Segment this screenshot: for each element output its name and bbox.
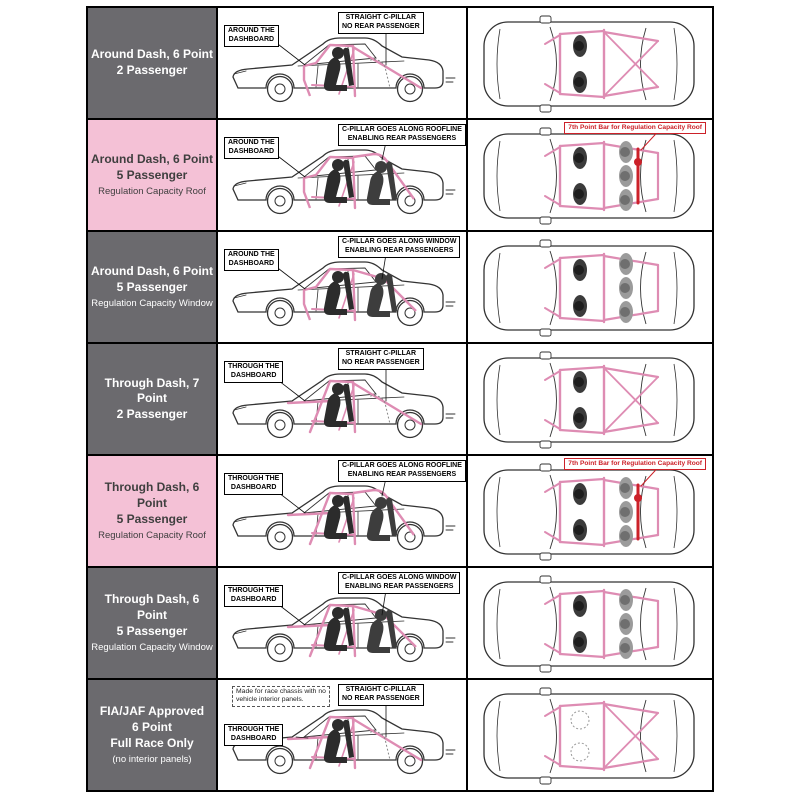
top-view-panel bbox=[468, 8, 710, 118]
side-view-diagram bbox=[232, 365, 456, 439]
top-view-diagram bbox=[483, 15, 695, 113]
config-title-line2: 5 Passenger bbox=[116, 623, 188, 638]
side-view-panel: AROUND THE DASHBOARD STRAIGHT C-PILLAR NO… bbox=[218, 8, 468, 118]
config-subtitle: Regulation Capacity Roof bbox=[98, 186, 206, 198]
cpillar-callout: C-PILLAR GOES ALONG WINDOW ENABLING REAR… bbox=[338, 236, 461, 258]
top-view-diagram bbox=[483, 575, 695, 673]
config-title-line1: FIA/JAF Approved bbox=[99, 704, 205, 719]
top-view-diagram bbox=[483, 239, 695, 337]
side-view-diagram bbox=[232, 589, 456, 663]
config-title-line2: 5 Passenger bbox=[116, 511, 188, 526]
config-title-line2: 5 Passenger bbox=[116, 279, 188, 294]
side-view-diagram bbox=[232, 701, 456, 775]
top-view-panel: 7th Point Bar for Regulation Capacity Ro… bbox=[468, 120, 710, 230]
top-view-panel bbox=[468, 568, 710, 678]
side-view-diagram bbox=[232, 29, 456, 103]
cpillar-callout: C-PILLAR GOES ALONG ROOFLINE ENABLING RE… bbox=[338, 460, 466, 482]
config-subtitle: Regulation Capacity Window bbox=[91, 642, 213, 654]
top-view-panel bbox=[468, 344, 710, 454]
config-title-line2: 2 Passenger bbox=[116, 63, 188, 77]
side-view-panel: Made for race chassis with no vehicle in… bbox=[218, 680, 468, 790]
top-view-panel bbox=[468, 680, 710, 790]
cpillar-callout: STRAIGHT C-PILLAR NO REAR PASSENGER bbox=[338, 348, 424, 370]
config-title-line1: Through Dash, 6 Point bbox=[104, 480, 200, 510]
dash-callout: AROUND THE DASHBOARD bbox=[224, 137, 279, 159]
seventh-point-callout: 7th Point Bar for Regulation Capacity Ro… bbox=[564, 122, 706, 135]
dash-callout: THROUGH THE DASHBOARD bbox=[224, 361, 284, 383]
top-view-diagram bbox=[483, 351, 695, 449]
config-title-line2: 5 Passenger bbox=[116, 167, 188, 182]
side-view-diagram bbox=[232, 141, 456, 215]
top-view-diagram bbox=[483, 460, 695, 561]
config-title-line1: Through Dash, 7 Point bbox=[104, 375, 200, 406]
config-title-line2: 6 Point bbox=[131, 720, 172, 734]
config-title-line2: 2 Passenger bbox=[116, 406, 188, 421]
cpillar-callout: C-PILLAR GOES ALONG ROOFLINE ENABLING RE… bbox=[338, 124, 466, 146]
side-view-panel: THROUGH THE DASHBOARD C-PILLAR GOES ALONG… bbox=[218, 456, 468, 566]
dash-callout: AROUND THE DASHBOARD bbox=[224, 25, 279, 47]
config-title-line1: Around Dash, 6 Point bbox=[91, 152, 214, 167]
side-view-panel: THROUGH THE DASHBOARD C-PILLAR GOES ALONG… bbox=[218, 568, 468, 678]
cpillar-callout: STRAIGHT C-PILLAR NO REAR PASSENGER bbox=[338, 684, 424, 706]
config-subtitle: Regulation Capacity Roof bbox=[98, 530, 206, 542]
dash-callout: THROUGH THE DASHBOARD bbox=[224, 585, 284, 607]
top-view-panel: 7th Point Bar for Regulation Capacity Ro… bbox=[468, 456, 710, 566]
race-note-callout: Made for race chassis with no vehicle in… bbox=[232, 686, 330, 707]
dash-callout: AROUND THE DASHBOARD bbox=[224, 249, 279, 271]
side-view-panel: THROUGH THE DASHBOARD STRAIGHT C-PILLAR N… bbox=[218, 344, 468, 454]
side-view-panel: AROUND THE DASHBOARD C-PILLAR GOES ALONG … bbox=[218, 120, 468, 230]
side-view-panel: AROUND THE DASHBOARD C-PILLAR GOES ALONG … bbox=[218, 232, 468, 342]
config-title-line1: Through Dash, 6 Point bbox=[104, 592, 200, 622]
config-title-line3: Full Race Only bbox=[110, 735, 194, 750]
side-view-diagram bbox=[232, 253, 456, 327]
cpillar-callout: C-PILLAR GOES ALONG WINDOW ENABLING REAR… bbox=[338, 572, 461, 594]
top-view-panel bbox=[468, 232, 710, 342]
top-view-diagram bbox=[483, 124, 695, 225]
config-title-line1: Around Dash, 6 Point bbox=[91, 47, 214, 62]
seventh-point-callout: 7th Point Bar for Regulation Capacity Ro… bbox=[564, 458, 706, 471]
config-subtitle: (no interior panels) bbox=[112, 754, 192, 766]
dash-callout: THROUGH THE DASHBOARD bbox=[224, 724, 284, 746]
config-title-line1: Around Dash, 6 Point bbox=[91, 264, 214, 279]
dash-callout: THROUGH THE DASHBOARD bbox=[224, 473, 284, 495]
top-view-diagram bbox=[483, 687, 695, 785]
config-subtitle: Regulation Capacity Window bbox=[91, 298, 213, 310]
cpillar-callout: STRAIGHT C-PILLAR NO REAR PASSENGER bbox=[338, 12, 424, 34]
